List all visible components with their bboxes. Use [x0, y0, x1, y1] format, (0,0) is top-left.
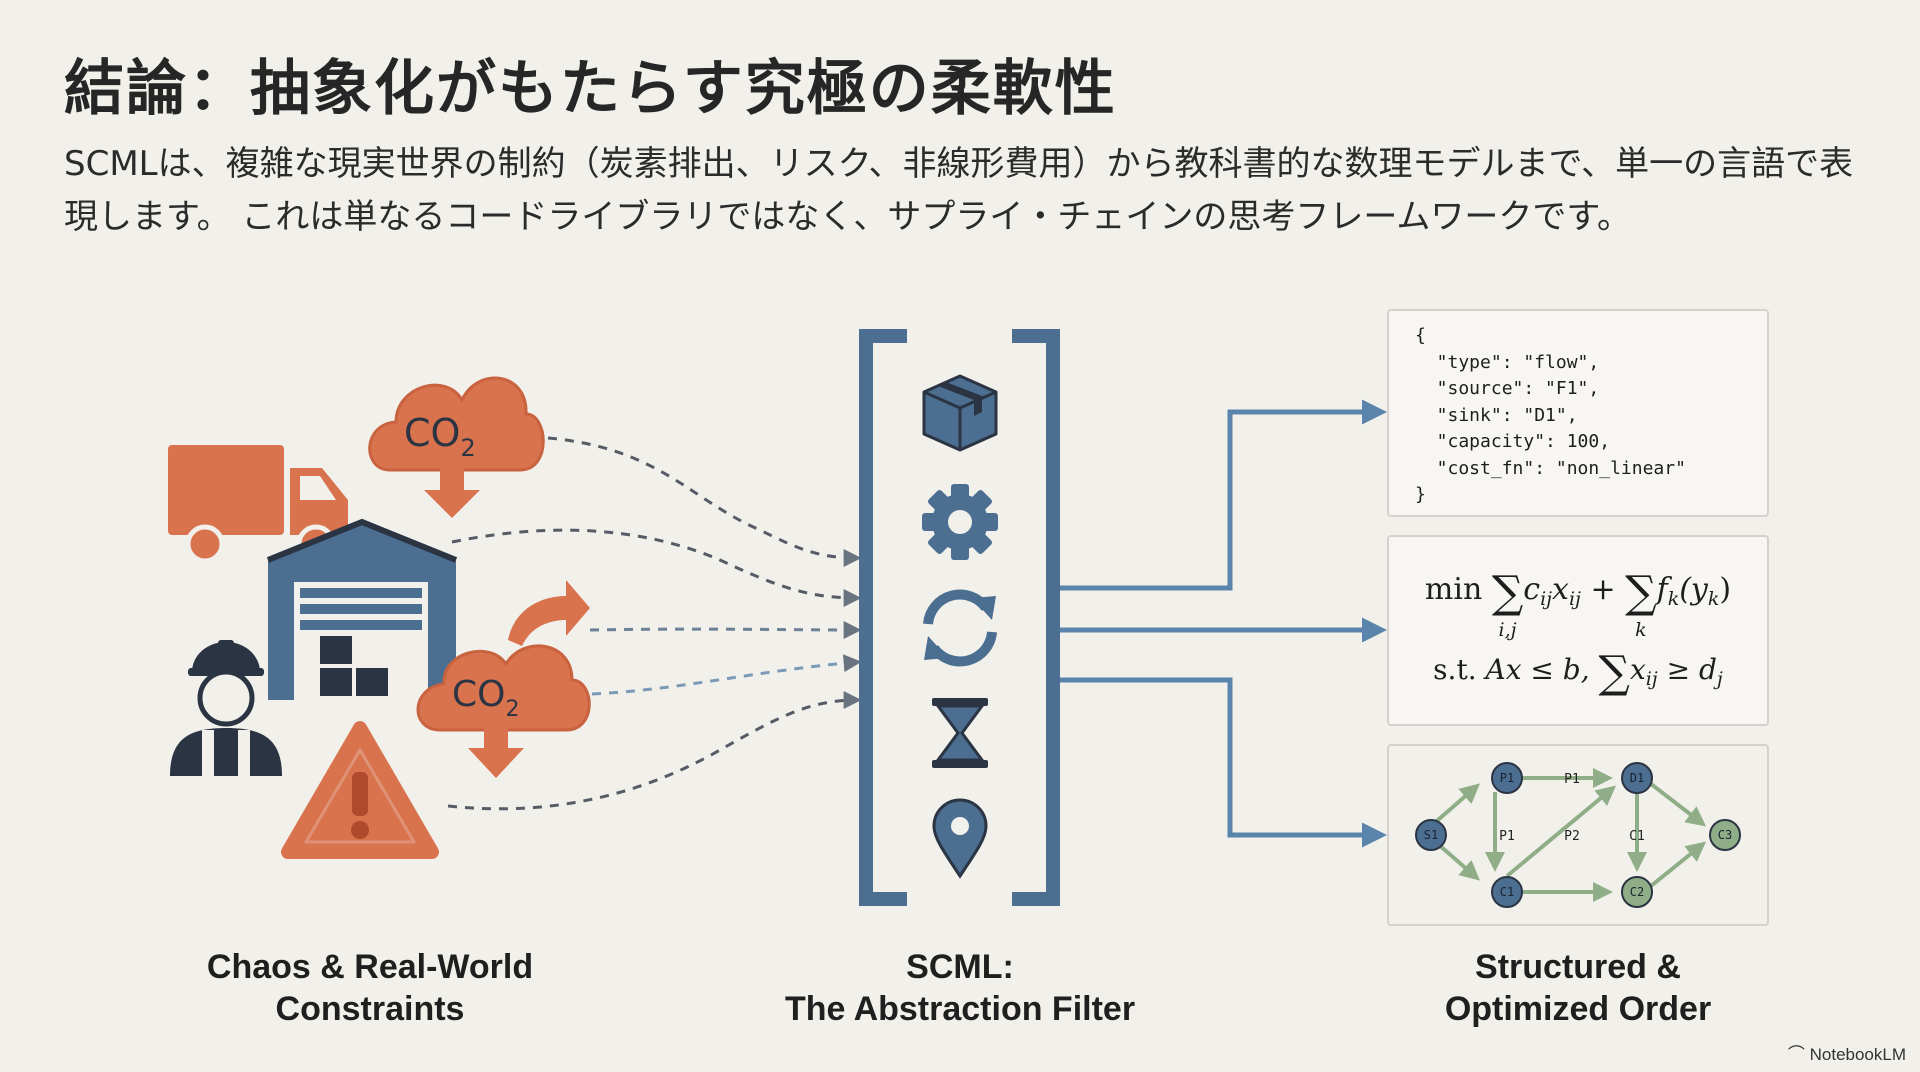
flow-line-4 [591, 654, 862, 696]
svg-text:S1: S1 [1424, 828, 1438, 842]
edge-c1-d1 [1505, 785, 1617, 878]
gear-icon [922, 484, 998, 560]
box-icon [922, 374, 998, 452]
co2-cloud-icon: CO2 [368, 376, 545, 518]
json-line: "type": "flow", [1415, 351, 1600, 373]
caption-chaos: Chaos & Real-World Constraints [206, 948, 534, 1028]
svg-text:D1: D1 [1630, 771, 1644, 785]
left-bracket [859, 329, 907, 906]
flow-line-5 [447, 691, 862, 811]
flow-line-3 [589, 620, 862, 639]
hourglass-icon [932, 698, 988, 768]
edge-label-2: P1 [1499, 829, 1515, 844]
svg-text:C3: C3 [1718, 828, 1732, 842]
co2-cloud-icon-2: CO2 [416, 580, 591, 778]
truck-icon [168, 445, 348, 564]
notebooklm-logo-icon: ⌒ [1787, 1045, 1805, 1064]
dashed-flows [447, 436, 862, 811]
arrow-to-graph [1060, 677, 1387, 848]
node-c3: C3 [1709, 819, 1741, 851]
json-line: "source": "F1", [1415, 378, 1600, 399]
edge-s1-p1 [1429, 783, 1481, 828]
svg-text:C1: C1 [1500, 885, 1514, 899]
edge-c2-c3 [1649, 841, 1707, 888]
flow-line-1 [547, 436, 862, 567]
constraint-formula: s.t. Ax ≤ b, ∑xij ≥ dj [1433, 647, 1723, 698]
edge-d1-c3 [1649, 782, 1707, 827]
arrow-to-json [1060, 399, 1387, 591]
refresh-icon [923, 589, 997, 667]
edge-label-4: C1 [1629, 829, 1645, 844]
graph-edge-labels: P1 P1 P2 C1 [1499, 772, 1645, 844]
edge-label-3: P2 [1564, 829, 1580, 844]
output-arrows [1060, 399, 1387, 848]
filter-brackets [859, 329, 1060, 906]
node-s1: S1 [1415, 819, 1447, 851]
node-d1: D1 [1621, 762, 1653, 794]
network-graph: S1 P1 D1 C3 C1 C2 P1 P1 P2 C1 [1415, 762, 1741, 908]
edge-label-1: P1 [1564, 772, 1580, 787]
flow-line-2 [451, 528, 862, 607]
caption-filter: SCML: The Abstraction Filter [784, 948, 1136, 1028]
brand-label: ⌒ NotebookLM [1787, 1045, 1906, 1064]
svg-text:C2: C2 [1630, 885, 1644, 899]
svg-text:P1: P1 [1500, 771, 1514, 785]
node-c1: C1 [1491, 876, 1523, 908]
json-code-block: { "type": "flow", "source": "F1", "sink"… [1415, 323, 1767, 509]
slide-title: 結論：抽象化がもたらす究極の柔軟性 [64, 54, 1117, 124]
json-line: "sink": "D1", [1415, 404, 1578, 426]
location-pin-icon [932, 798, 988, 879]
node-c2: C2 [1621, 876, 1653, 908]
warning-icon [281, 721, 439, 859]
json-panel: { "type": "flow", "source": "F1", "sink"… [1387, 309, 1769, 517]
node-p1: P1 [1491, 762, 1523, 794]
caption-order: Structured & Optimized Order [1444, 948, 1712, 1028]
json-line: { [1415, 325, 1426, 346]
co2-label-1: CO2 [404, 411, 476, 462]
graph-panel [1387, 744, 1769, 926]
worker-icon [170, 640, 282, 776]
graph-nodes: S1 P1 D1 C3 C1 C2 [1415, 762, 1741, 908]
co2-label-2: CO2 [452, 674, 519, 722]
json-line: "cost_fn": "non_linear" [1415, 457, 1686, 479]
slide-subtitle: SCMLは、複雑な現実世界の制約（炭素排出、リスク、非線形費用）から教科書的な数… [64, 144, 1854, 237]
json-line: "capacity": 100, [1415, 431, 1611, 452]
right-bracket [1012, 329, 1060, 906]
warehouse-icon [266, 518, 458, 700]
json-line: } [1415, 484, 1426, 505]
